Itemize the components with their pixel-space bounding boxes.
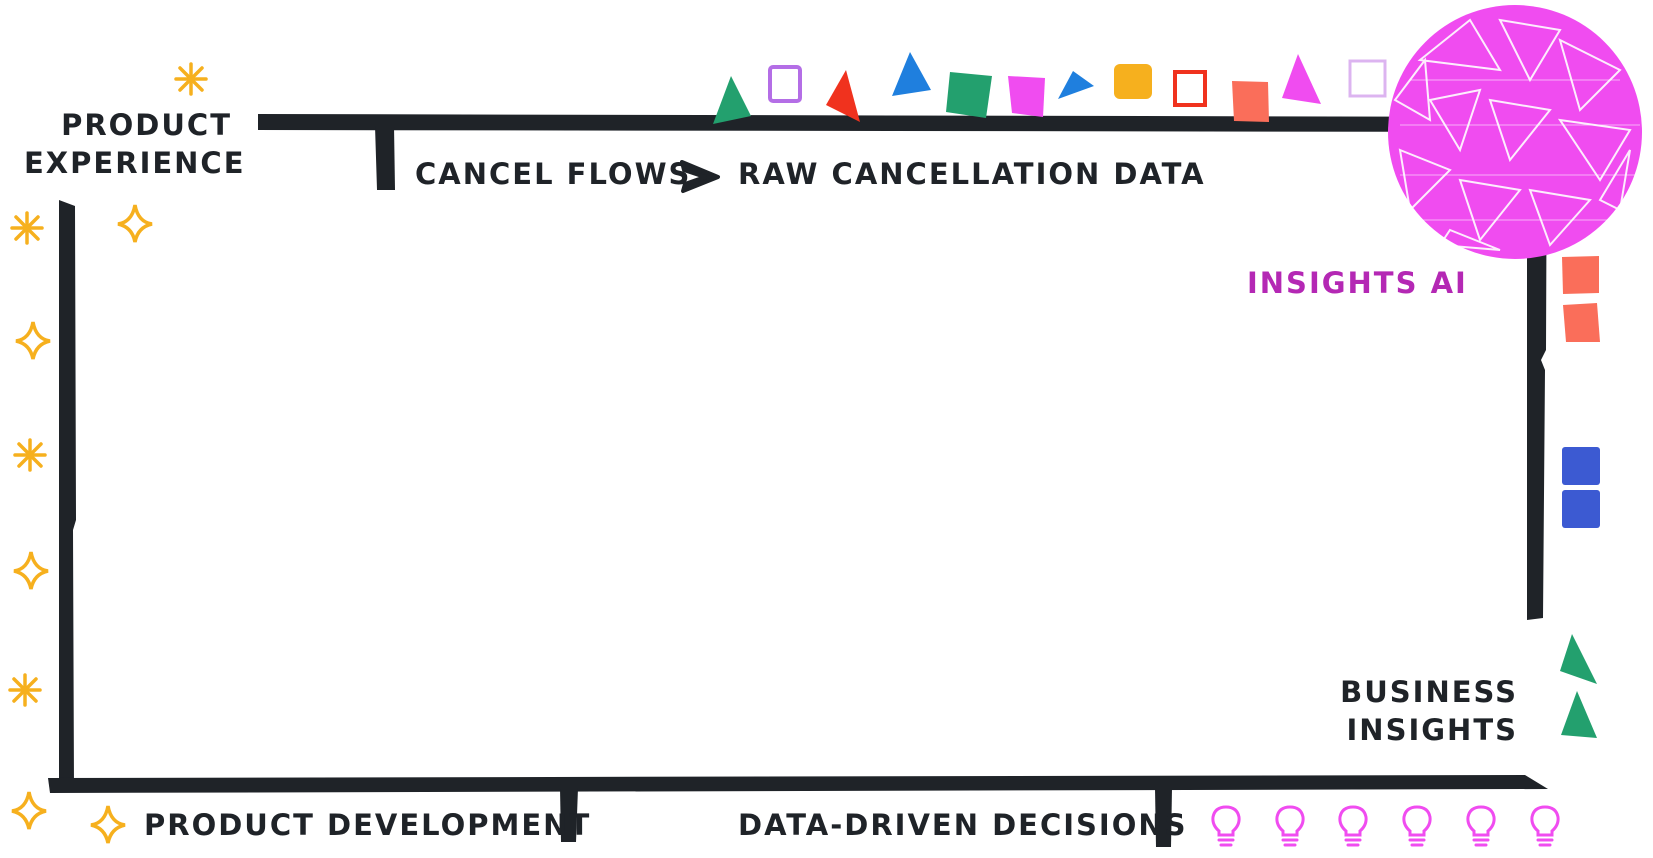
lightbulb-icon	[1466, 805, 1496, 847]
sparkle-star-icon	[90, 805, 126, 844]
sparkle-star-icon	[117, 204, 153, 243]
triangle-icon	[1560, 634, 1597, 684]
mosaic-circle-icon	[1388, 5, 1642, 259]
bunting-shapes	[713, 52, 1600, 738]
sparkle-asterisk-icon	[8, 673, 42, 707]
lightbulbs	[1211, 805, 1560, 847]
lightbulb-icon	[1530, 805, 1560, 847]
sparkle-asterisk-icon	[174, 62, 208, 96]
frame-left-line	[59, 200, 76, 790]
lightbulb-icon	[1338, 805, 1368, 847]
label-business-insights-line-2: INSIGHTS	[1346, 713, 1518, 747]
triangle-icon	[1282, 54, 1321, 104]
label-cancel-flows: CANCEL FLOWS	[415, 157, 692, 191]
frame-bottom-tick-right	[1155, 788, 1172, 847]
square-icon	[946, 72, 992, 118]
square-icon	[1232, 81, 1269, 122]
frame-bottom-line	[48, 775, 1548, 793]
label-product-development: PRODUCT DEVELOPMENT	[144, 808, 592, 842]
sparkle-star-icon	[11, 791, 47, 830]
lightbulb-icon	[1275, 805, 1305, 847]
triangle-icon	[1561, 691, 1597, 738]
label-raw-cancellation-data: RAW CANCELLATION DATA	[738, 157, 1206, 191]
square-icon	[1173, 70, 1207, 107]
sparkle-star-icon	[15, 321, 51, 360]
arrow-chevron-icon	[680, 160, 720, 193]
square-icon	[768, 65, 802, 103]
triangle-icon	[713, 76, 751, 124]
label-insights-ai: INSIGHTS AI	[1247, 266, 1468, 300]
label-product-experience: PRODUCT EXPERIENCE	[24, 106, 246, 182]
frame-lines	[48, 104, 1549, 847]
square-icon	[1008, 76, 1045, 117]
triangle-icon	[1058, 71, 1094, 99]
square-icon	[1562, 447, 1600, 485]
label-business-insights-line-1: BUSINESS	[1340, 675, 1518, 709]
lightbulb-icon	[1402, 805, 1432, 847]
frame-top-line	[258, 114, 1549, 132]
square-icon	[1562, 256, 1599, 294]
lightbulb-icon	[1211, 805, 1241, 847]
square-icon	[1348, 59, 1387, 98]
square-icon	[1563, 303, 1600, 342]
triangle-icon	[826, 70, 860, 122]
triangle-icon	[892, 52, 931, 96]
label-product-experience-line-2: EXPERIENCE	[24, 146, 246, 180]
label-business-insights: BUSINESS INSIGHTS	[1340, 673, 1518, 749]
frame-top-tick	[375, 126, 395, 190]
square-icon	[1114, 64, 1152, 99]
sparkle-star-icon	[13, 551, 49, 590]
frame-bottom-tick-left	[560, 788, 578, 842]
label-data-driven-decisions: DATA-DRIVEN DECISIONS	[738, 808, 1188, 842]
sparkle-asterisk-icon	[10, 211, 44, 245]
sparkles	[8, 62, 208, 844]
square-icon	[1562, 490, 1600, 528]
sparkle-asterisk-icon	[13, 438, 47, 472]
label-product-experience-line-1: PRODUCT	[61, 108, 232, 142]
